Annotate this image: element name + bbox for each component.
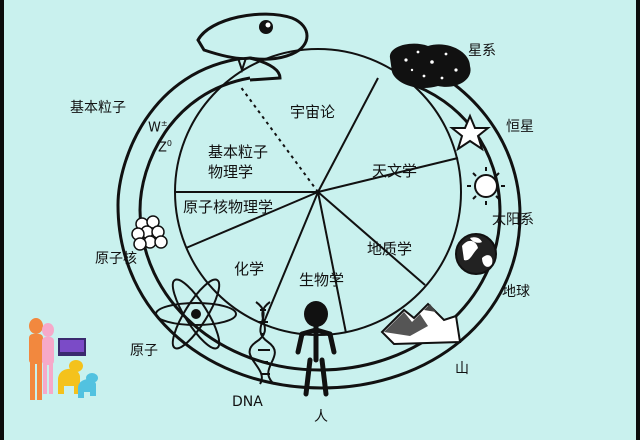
sector-nuclear-physics: 原子核物理学 (183, 198, 274, 216)
label-w-boson: W± (148, 119, 168, 136)
human-icon (295, 301, 337, 397)
label-galaxy: 星系 (468, 43, 496, 59)
label-star: 恒星 (506, 119, 534, 135)
star-icon (449, 113, 491, 152)
sector-geology: 地质学 (367, 240, 413, 258)
dotted-divider (239, 85, 319, 193)
sun-icon (467, 167, 505, 205)
label-dna: DNA (232, 394, 263, 410)
sector-dividers (176, 77, 459, 334)
label-human: 人 (314, 409, 328, 425)
background-panel (4, 0, 636, 440)
label-earth: 地球 (502, 284, 530, 300)
label-atom: 原子 (130, 343, 158, 359)
sector-cosmology: 宇宙论 (290, 103, 336, 121)
snake-body-inner (138, 76, 502, 372)
snake-head-icon (196, 12, 309, 82)
sector-astronomy: 天文学 (372, 162, 418, 180)
sector-particle-physics-line1: 基本粒子 (208, 143, 269, 161)
mountain-icon (380, 302, 462, 346)
label-mountain: 山 (455, 361, 469, 377)
dna-icon (248, 301, 276, 385)
snake-body-outer (116, 53, 522, 390)
atom-icon (155, 278, 237, 350)
sector-particle-physics-line2: 物理学 (208, 163, 254, 181)
sector-chemistry: 化学 (234, 260, 265, 278)
earth-icon (455, 233, 497, 275)
watermark-icon (29, 318, 98, 400)
label-solar-system: 太阳系 (492, 212, 534, 228)
galaxy-icon (389, 43, 471, 89)
label-nucleus: 原子核 (95, 251, 137, 267)
label-z-boson: Z0 (158, 139, 172, 156)
label-elementary-particles: 基本粒子 (70, 100, 126, 116)
sector-biology: 生物学 (299, 271, 345, 289)
nucleus-icon (131, 215, 168, 251)
